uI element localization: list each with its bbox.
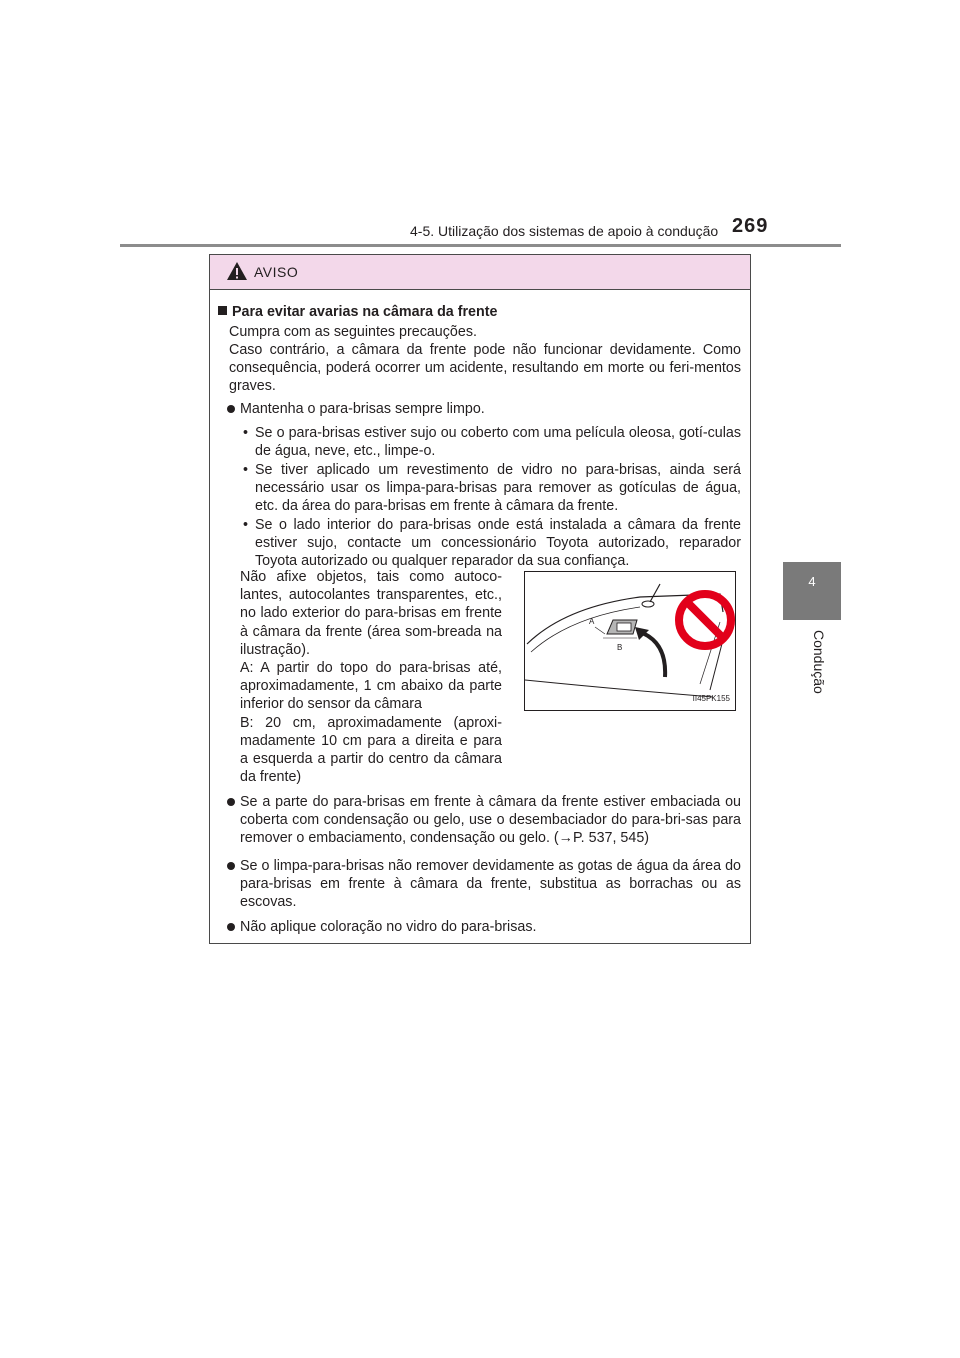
intro-line-2: Caso contrário, a câmara da frente pode …: [229, 342, 741, 395]
bullet-defog: Se a parte do para-brisas em frente à câ…: [227, 793, 741, 848]
bullet-dot-icon: [227, 862, 235, 870]
sub-item-3: •Se o lado interior do para-brisas onde …: [243, 517, 741, 570]
bullet-dot-icon: [227, 405, 235, 413]
square-bullet-icon: [218, 306, 227, 315]
warning-header: AVISO: [210, 255, 750, 290]
sub-item-2: •Se tiver aplicado um revestimento de vi…: [243, 462, 741, 515]
section-title: Para evitar avarias na câmara da frente: [218, 303, 497, 321]
bullet-dot-icon: [227, 798, 235, 806]
label-b: B: [617, 643, 622, 652]
bullet-keep-clean: Mantenha o para-brisas sempre limpo.: [227, 400, 741, 418]
warning-triangle-icon: [226, 261, 248, 286]
sub-item-1: •Se o para-brisas estiver sujo ou cobert…: [243, 425, 741, 460]
page-number: 269: [732, 215, 769, 237]
header-rule: [120, 244, 841, 247]
bullet-dot-icon: [227, 923, 235, 931]
bullet-wiper: Se o limpa-para-brisas não remover devid…: [227, 857, 741, 912]
bullet-tint: Não aplique coloração no vidro do para-b…: [227, 918, 741, 936]
warning-title: AVISO: [254, 264, 299, 280]
label-a: A: [589, 617, 595, 626]
chapter-tab: 4: [783, 562, 841, 620]
windshield-camera-illustration: A B II45PK155: [524, 571, 736, 711]
figure-caption: Não afixe objetos, tais como autoco-lant…: [240, 569, 502, 786]
chapter-number: 4: [808, 574, 816, 589]
header-section-title: 4-5. Utilização dos sistemas de apoio à …: [410, 223, 719, 239]
intro-line-1: Cumpra com as seguintes precauções.: [229, 324, 477, 340]
figure-code: II45PK155: [692, 693, 730, 703]
warning-box: AVISO Para evitar avarias na câmara da f…: [209, 254, 751, 944]
chapter-title: Condução: [811, 630, 827, 694]
